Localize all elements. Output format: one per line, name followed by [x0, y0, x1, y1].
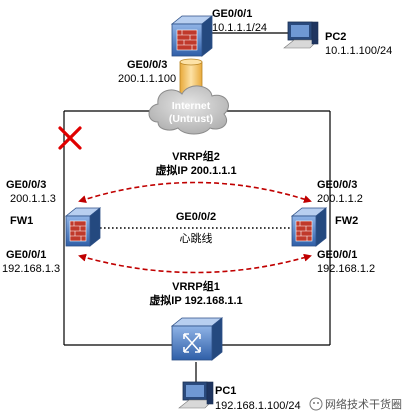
top-fw-port-label: GE0/0/1: [212, 8, 252, 20]
fw1-icon: [64, 207, 102, 247]
vrrp-group1-vip: 虚拟IP 192.168.1.1: [149, 293, 242, 307]
vrrp-group2-arrow: [78, 181, 312, 203]
fw2-down-ip-label: 192.168.1.2: [317, 263, 375, 275]
heartbeat-label: 心跳线: [180, 231, 213, 245]
watermark: 网络技术干货圈: [309, 397, 402, 411]
link-failure-x-icon: [58, 126, 82, 150]
switch-icon: [170, 317, 224, 361]
pc2-name-label: PC2: [325, 31, 346, 43]
fw2-up-ip-label: 200.1.1.2: [317, 193, 363, 205]
fw1-down-port-label: GE0/0/1: [6, 249, 46, 261]
top-fw-ip-label: 10.1.1.1/24: [212, 22, 267, 34]
vrrp-group1-arrow: [78, 253, 312, 274]
fw1-up-port-label: GE0/0/3: [6, 179, 46, 191]
watermark-text: 网络技术干货圈: [325, 397, 402, 411]
pc1-icon: [178, 381, 214, 409]
pc2-icon: [283, 21, 319, 49]
fw2-icon: [290, 207, 328, 247]
pc1-ip-label: 192.168.1.100/24: [215, 400, 301, 412]
fw2-down-port-label: GE0/0/1: [317, 249, 357, 261]
top-fw-uplink-ip-label: 200.1.1.100: [118, 73, 176, 85]
fw2-name-label: FW2: [335, 215, 358, 227]
pc2-ip-label: 10.1.1.100/24: [325, 45, 392, 57]
top-fw-uplink-port-label: GE0/0/3: [127, 59, 167, 71]
internet-cloud-icon: Internet (Untrust): [148, 85, 229, 135]
pc1-name-label: PC1: [215, 385, 236, 397]
fw1-up-ip-label: 200.1.1.3: [10, 193, 56, 205]
fw1-name-label: FW1: [10, 215, 33, 227]
cloud-label-line2: (Untrust): [169, 113, 213, 125]
heartbeat-port-label: GE0/0/2: [176, 211, 216, 223]
vrrp-group1-name: VRRP组1: [172, 279, 220, 293]
cloud-label-line1: Internet: [172, 100, 211, 112]
fw2-up-port-label: GE0/0/3: [317, 179, 357, 191]
vrrp-group2-vip: 虚拟IP 200.1.1.1: [155, 163, 236, 177]
fw1-down-ip-label: 192.168.1.3: [2, 263, 60, 275]
top-firewall-icon: [170, 15, 214, 57]
vrrp-group2-name: VRRP组2: [172, 149, 220, 163]
